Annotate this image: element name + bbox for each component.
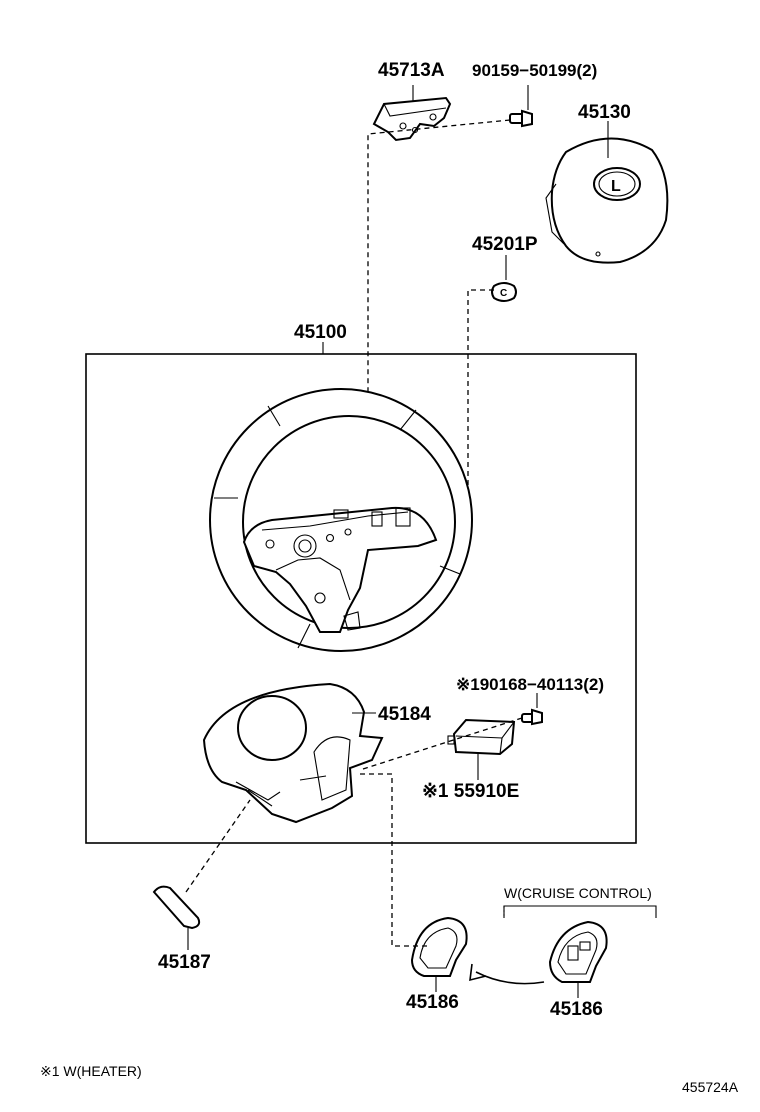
trim-45187[interactable]: [152, 885, 201, 930]
label-45186-standard: 45186: [406, 992, 459, 1013]
footnote-heater: ※1 W(HEATER): [40, 1063, 142, 1079]
screw-90168[interactable]: [521, 708, 543, 726]
bezel-45186-cruise[interactable]: [548, 920, 608, 983]
lexus-emblem: L: [611, 178, 621, 195]
svg-text:C: C: [500, 288, 507, 299]
label-45130: 45130: [578, 102, 631, 123]
screw-90159[interactable]: [509, 109, 533, 128]
diagram-code: 455724A: [682, 1079, 739, 1095]
label-cruise-control: W(CRUISE CONTROL): [504, 885, 652, 901]
module-55910e[interactable]: [447, 718, 516, 756]
assembly-frame-45100: [85, 353, 637, 844]
cover-45184[interactable]: [202, 682, 384, 824]
bracket-45713a[interactable]: [372, 96, 452, 142]
label-45186-cruise: 45186: [550, 999, 603, 1020]
label-45100: 45100: [294, 322, 347, 343]
airbag-45130[interactable]: L: [545, 137, 669, 264]
label-55910e: ※1 55910E: [422, 781, 519, 802]
label-90168-40113: ※190168−40113(2): [456, 675, 604, 694]
steering-wheel-45100[interactable]: [209, 388, 473, 652]
label-90159-50199: 90159−50199(2): [472, 61, 597, 80]
label-45187: 45187: [158, 952, 211, 973]
bezel-45186-standard[interactable]: [410, 916, 468, 977]
nut-45201p[interactable]: C: [491, 282, 517, 302]
label-45713a: 45713A: [378, 60, 445, 81]
label-45184: 45184: [378, 704, 431, 725]
label-45201p: 45201P: [472, 234, 538, 255]
